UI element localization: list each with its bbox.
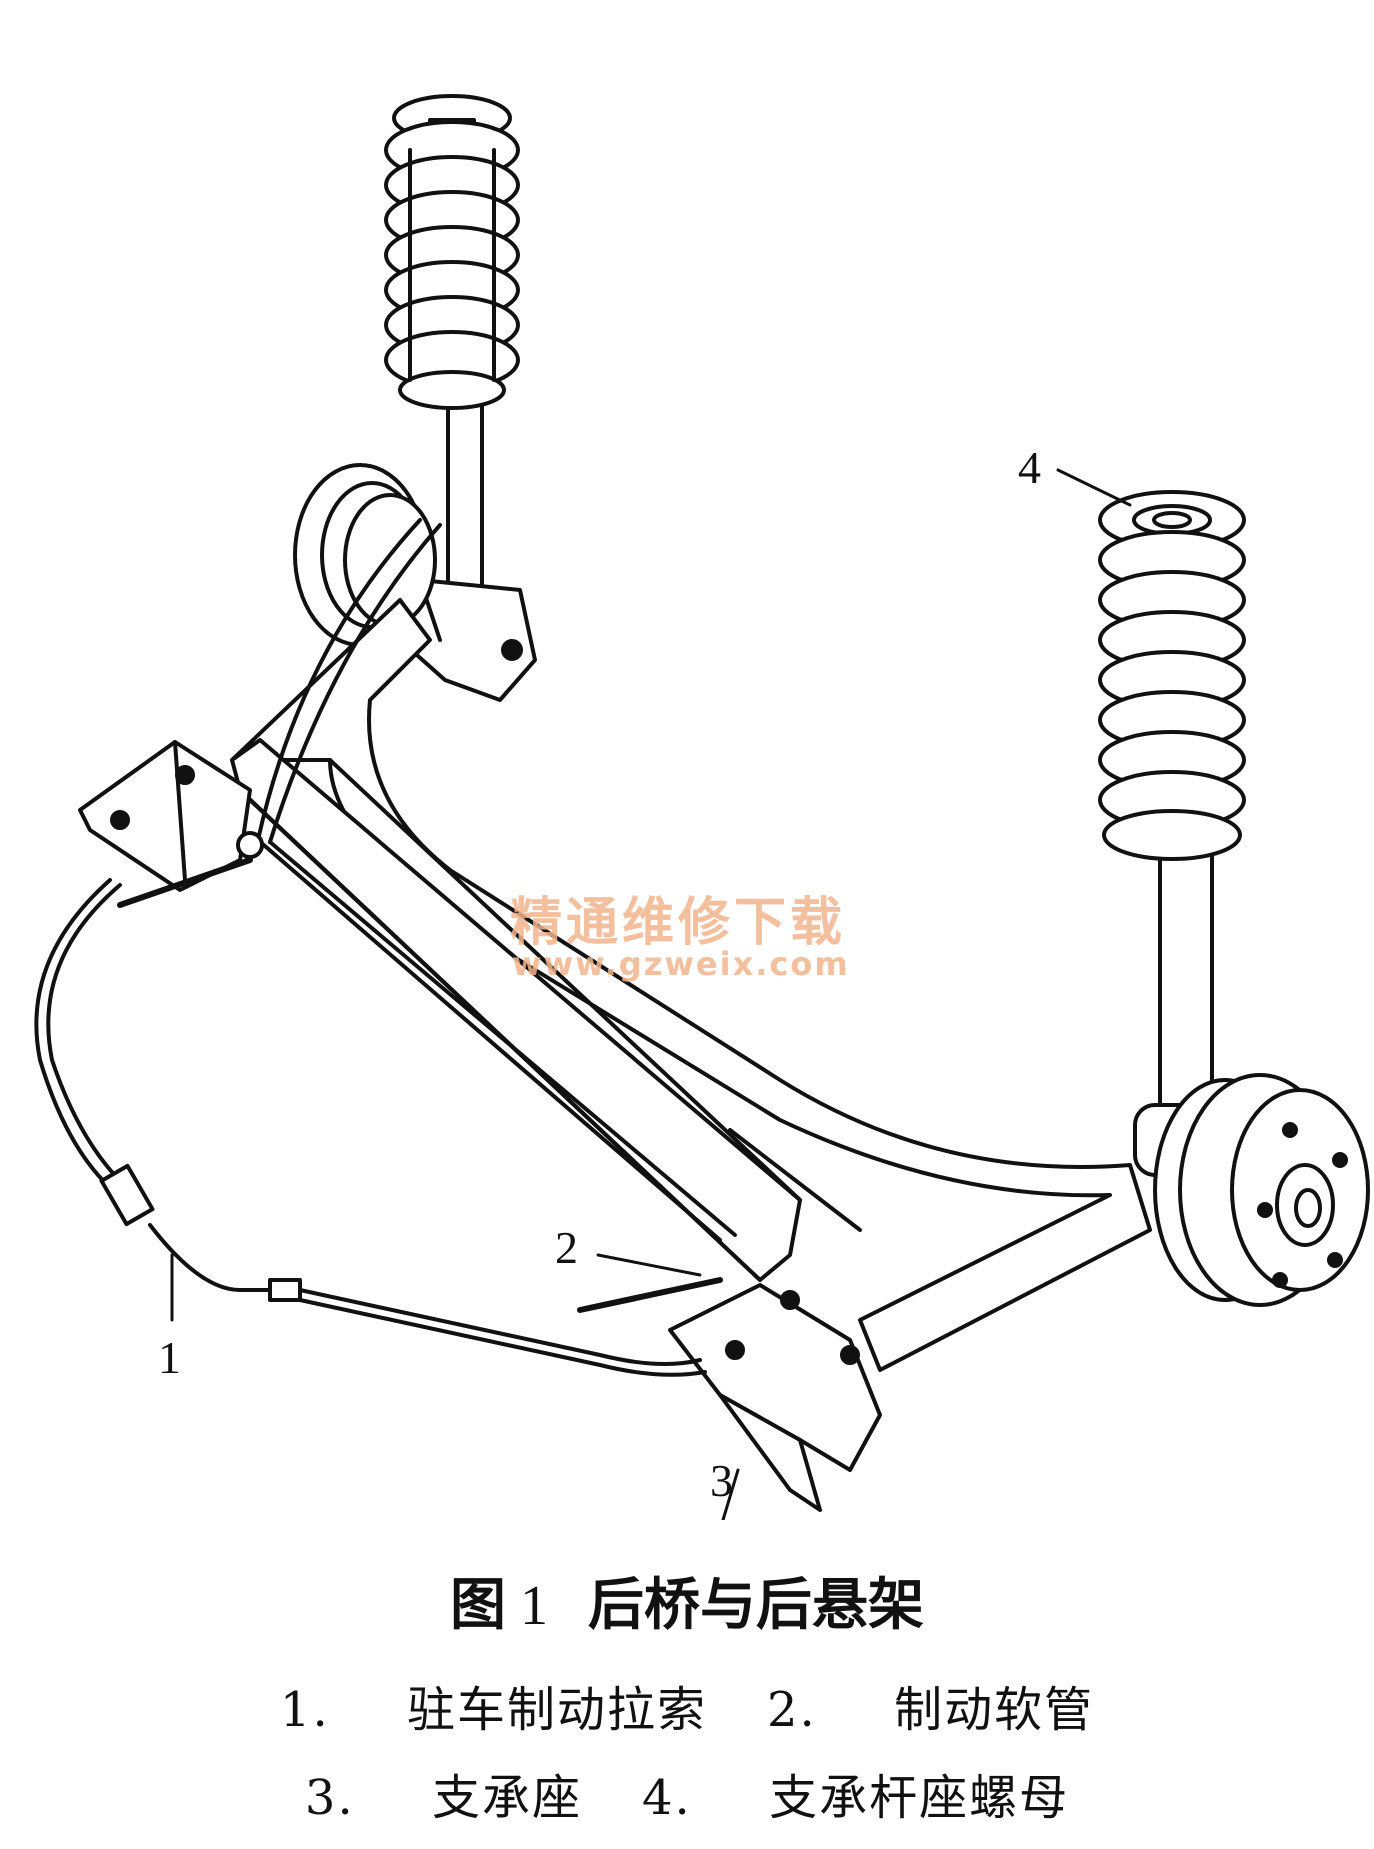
figure-number: 1 xyxy=(520,1575,548,1637)
legend-row-1: 1. 驻车制动拉索 2. 制动软管 xyxy=(0,1670,1374,1740)
callout-leaders xyxy=(170,1253,740,1520)
callout-1: 1 xyxy=(158,1332,181,1383)
legend-row-2: 3. 支承座 4. 支承杆座螺母 xyxy=(0,1758,1374,1828)
parking-brake-cable xyxy=(34,878,707,1377)
support-seat-bracket xyxy=(577,1277,882,1512)
left-coil-spring xyxy=(384,94,520,410)
left-shock-absorber xyxy=(384,94,537,702)
right-brake-drum xyxy=(1133,1073,1370,1307)
watermark-text: 精通维修下载 xyxy=(510,893,847,953)
left-mount-bracket xyxy=(78,740,253,908)
legend-item-3: 3. 支承座 xyxy=(304,1770,582,1826)
brake-lines xyxy=(236,518,737,1242)
callout-2: 2 xyxy=(555,1222,578,1273)
figure-title-text: 后桥与后悬架 xyxy=(588,1573,924,1638)
callout-4: 4 xyxy=(1018,442,1041,493)
rear-axle-diagram xyxy=(34,94,1370,1520)
callout-3: 3 xyxy=(710,1455,733,1506)
left-brake-drum xyxy=(293,463,437,647)
figure-prefix: 图 xyxy=(450,1573,506,1638)
legend-item-2: 2. 制动软管 xyxy=(767,1682,1095,1738)
right-shock-absorber xyxy=(1056,468,1246,1122)
axle-beam xyxy=(230,598,1152,1372)
right-coil-spring xyxy=(1098,490,1246,861)
watermark-url: www.gzweix.com xyxy=(512,945,850,983)
legend-item-4: 4. 支承杆座螺母 xyxy=(642,1770,1070,1826)
legend-item-1: 1. 驻车制动拉索 xyxy=(279,1682,707,1738)
